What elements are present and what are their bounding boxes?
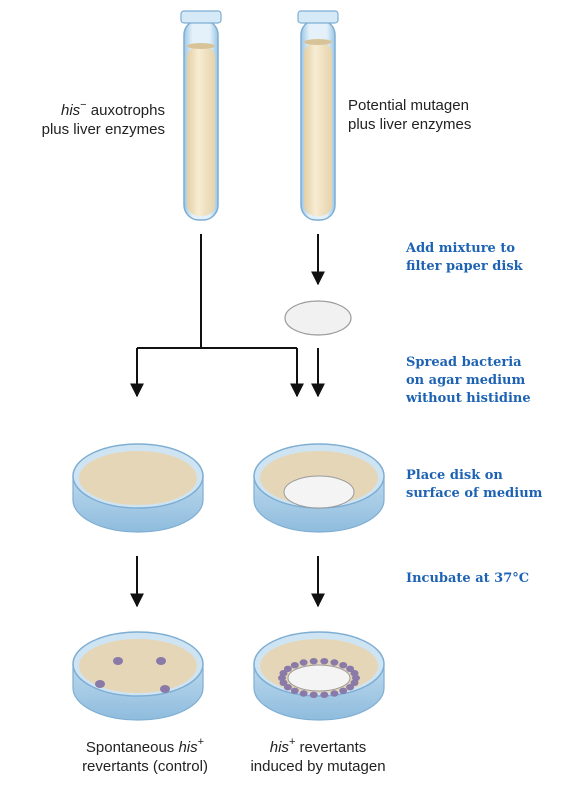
right-tube-label: Potential mutagen plus liver enzymes <box>348 96 471 134</box>
colony <box>95 680 105 688</box>
step-add-mixture: Add mixture to filter paper disk <box>406 240 523 276</box>
step-place-disk: Place disk on surface of medium <box>406 467 542 503</box>
colony <box>283 684 292 691</box>
step-spread-bacteria-line2: on agar medium <box>406 373 526 388</box>
plus-superscript: + <box>288 736 296 748</box>
colony <box>278 674 286 682</box>
his-genotype: his <box>60 102 81 119</box>
colony <box>309 691 318 698</box>
his-genotype: his <box>178 739 198 756</box>
disk-on-medium <box>283 475 355 509</box>
left-tube-label-line1: his− auxotrophs <box>42 99 165 120</box>
colony <box>346 665 355 672</box>
colony <box>320 658 329 665</box>
plus-superscript: + <box>197 736 205 748</box>
colony <box>279 679 288 686</box>
revertants-text: revertants <box>295 739 367 756</box>
left-dish-control <box>72 631 204 721</box>
right-tube-label-line1: Potential mutagen <box>348 97 469 114</box>
colony <box>339 662 348 669</box>
step-incubate-line1: Incubate at 37°C <box>406 571 530 586</box>
auxotrophs-text: auxotrophs <box>86 102 165 119</box>
colony <box>346 684 355 691</box>
colony <box>339 687 348 694</box>
colony <box>330 659 339 666</box>
minus-superscript: − <box>80 99 87 111</box>
step-incubate: Incubate at 37°C <box>406 570 529 588</box>
colony <box>330 690 339 697</box>
spontaneous-colonies <box>95 657 170 693</box>
left-result-label: Spontaneous his+ revertants (control) <box>52 736 238 776</box>
colony <box>299 690 308 697</box>
flow-lines <box>130 234 325 608</box>
colony <box>350 679 359 686</box>
right-result-line2: induced by mutagen <box>250 758 386 775</box>
step-spread-bacteria-line3: without histidine <box>406 391 531 406</box>
step-place-disk-line2: surface of medium <box>406 486 543 501</box>
filter-paper-disk <box>284 300 352 336</box>
colony <box>156 657 166 665</box>
colony <box>299 659 308 666</box>
disk-center <box>287 664 351 692</box>
left-dish-plain <box>72 443 204 533</box>
colony <box>352 674 360 682</box>
right-tube-label-line2: plus liver enzymes <box>348 116 472 133</box>
spontaneous-text: Spontaneous <box>85 739 179 756</box>
step-place-disk-line1: Place disk on <box>406 468 503 483</box>
induced-colony-ring <box>278 658 360 698</box>
left-test-tube <box>180 10 222 221</box>
right-test-tube <box>297 10 339 221</box>
step-spread-bacteria: Spread bacteria on agar medium without h… <box>406 354 531 408</box>
colony <box>320 691 329 698</box>
right-dish-with-disk <box>253 443 385 533</box>
his-genotype: his <box>269 739 289 756</box>
left-tube-label: his− auxotrophs plus liver enzymes <box>41 99 165 139</box>
colony <box>113 657 123 665</box>
left-result-line1: Spontaneous his+ <box>52 736 238 757</box>
colony <box>309 658 318 665</box>
colony <box>350 670 359 677</box>
right-result-line1: his+ revertants <box>228 736 408 757</box>
colony <box>290 687 299 694</box>
step-spread-bacteria-line1: Spread bacteria <box>406 355 522 370</box>
right-result-label: his+ revertants induced by mutagen <box>228 736 408 776</box>
step-add-mixture-line1: Add mixture to <box>406 241 516 256</box>
step-add-mixture-line2: filter paper disk <box>406 259 523 274</box>
colony <box>279 670 288 677</box>
right-dish-mutagen <box>253 631 385 721</box>
left-tube-label-line2: plus liver enzymes <box>41 121 165 138</box>
colony <box>160 685 170 693</box>
colony <box>290 662 299 669</box>
left-result-line2: revertants (control) <box>82 758 208 775</box>
colony <box>283 665 292 672</box>
